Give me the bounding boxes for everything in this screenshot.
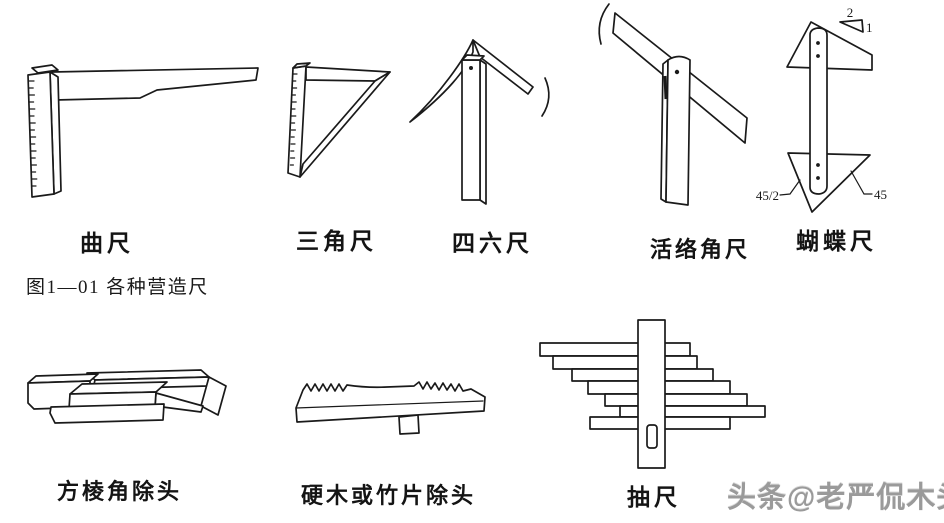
label-ying-mu-chu-tou: 硬木或竹片除头 — [301, 483, 477, 508]
square-blade — [51, 67, 259, 101]
figure-caption: 图1—01 各种营造尺 — [26, 277, 209, 298]
bar-front-face — [461, 59, 481, 201]
hole-4 — [816, 176, 820, 180]
triangle-hypotenuse-bar — [299, 71, 391, 178]
pivot-hole — [674, 69, 680, 75]
right-leader-line — [850, 170, 873, 195]
slat-2 — [552, 355, 698, 370]
fang-leng-jiao-chu-tou-illustration — [27, 369, 227, 424]
vertical-bar — [637, 319, 666, 469]
serrated-board — [295, 381, 486, 423]
ying-mu-chu-tou-illustration — [295, 381, 486, 435]
san-jiao-chi-illustration — [287, 62, 391, 178]
bottom-bar-front — [49, 403, 165, 424]
bevel-slot — [663, 75, 668, 100]
label-hu-die-chi: 蝴蝶尺 — [796, 229, 877, 254]
slope-run-label: 2 — [847, 5, 854, 20]
square-handle-cap — [31, 64, 59, 74]
qu-chi-illustration — [27, 64, 259, 198]
hole-1 — [816, 41, 820, 45]
label-fang-leng-jiao-chu-tou: 方棱角除头 — [57, 479, 183, 504]
bottom-wing-triangle — [787, 152, 871, 213]
huo-luo-jiao-chi-illustration — [598, 3, 748, 206]
slope-rise-label: 1 — [866, 20, 873, 35]
butterfly-bar — [809, 27, 828, 195]
board-edge-line — [295, 400, 484, 409]
rotation-arc — [598, 3, 610, 45]
triangle-ruler-strip — [287, 65, 307, 178]
slat-5 — [604, 393, 748, 407]
slope-annotation-triangle — [839, 19, 864, 33]
top-wing-triangle — [786, 21, 873, 71]
square-ruler-ticks — [28, 80, 38, 187]
bar-slot — [646, 424, 658, 449]
label-si-liu-chi: 四六尺 — [452, 231, 533, 256]
bar-side-face — [479, 59, 487, 205]
si-liu-chi-illustration — [409, 39, 550, 205]
triangle-ruler-ticks — [289, 73, 298, 166]
hu-die-chi-illustration: 2 1 45/2 45 — [756, 5, 887, 213]
hole-3 — [816, 163, 820, 167]
angle-right-label: 45 — [874, 187, 887, 202]
bevel-bar-front — [665, 55, 691, 206]
angle-left-label: 45/2 — [756, 188, 779, 203]
chou-chi-illustration — [539, 319, 766, 469]
pivot-hole — [469, 66, 473, 70]
label-chou-chi: 抽尺 — [627, 485, 681, 510]
tab — [398, 414, 420, 435]
rotation-arc — [541, 77, 550, 117]
square-handle-front — [27, 71, 55, 198]
right-end-face — [200, 376, 227, 416]
slat-1 — [539, 342, 691, 357]
watermark: 头条@老严侃木头 — [727, 482, 944, 514]
left-leader-line — [779, 179, 801, 196]
label-qu-chi: 曲尺 — [80, 231, 134, 256]
label-huo-luo-jiao-chi: 活络角尺 — [650, 237, 751, 262]
label-san-jiao-chi: 三角尺 — [296, 229, 377, 254]
hole-2 — [816, 54, 820, 58]
triangle-strip-cap — [292, 62, 311, 69]
bar-top-face — [461, 54, 485, 61]
